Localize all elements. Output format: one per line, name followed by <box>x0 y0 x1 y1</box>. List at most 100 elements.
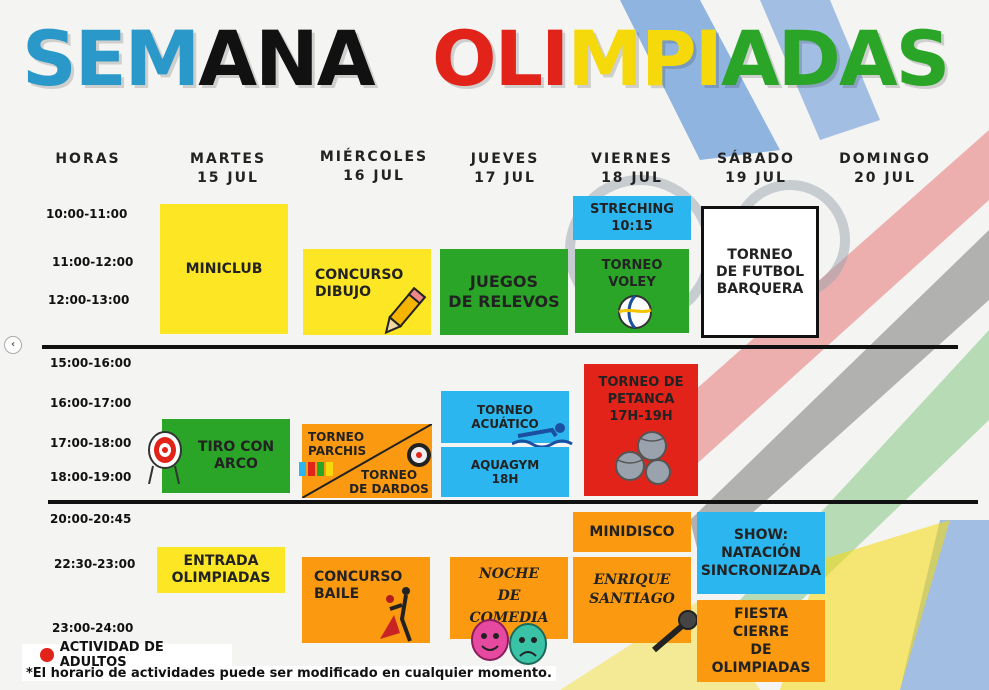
time-15-16: 15:00-16:00 <box>50 356 132 370</box>
time-11-12: 11:00-12:00 <box>52 255 134 269</box>
divider-afternoon <box>48 500 978 504</box>
event-fiesta-line1: FIESTA <box>734 606 788 622</box>
event-futbol-line1: TORNEO <box>727 246 793 263</box>
title-l: L <box>494 14 543 103</box>
header-thursday-day: JUEVES <box>470 151 540 167</box>
event-miniclub: MINICLUB <box>160 204 288 334</box>
footer-note: *El horario de actividades puede ser mod… <box>22 666 556 681</box>
header-saturday-day: SÁBADO <box>717 151 795 167</box>
volleyball-icon <box>618 294 652 330</box>
header-tuesday-date: 15 JUL <box>197 170 259 186</box>
event-tiro-line2: ARCO <box>214 456 258 472</box>
event-concurso-dibujo: CONCURSO DIBUJO <box>303 249 431 335</box>
event-noche-comedia: NOCHE DE COMEDIA <box>450 557 568 639</box>
event-enrique-santiago: ENRIQUE SANTIAGO <box>573 557 691 643</box>
event-minidisco-label: MINIDISCO <box>589 523 675 540</box>
event-streching-line1: STRECHING <box>590 202 674 217</box>
time-17-18: 17:00-18:00 <box>50 436 132 450</box>
diagonal-divider <box>302 424 432 498</box>
event-juegos-line2: DE RELEVOS <box>448 292 560 311</box>
event-parchis: TORNEO PARCHIS <box>308 430 366 458</box>
event-fiesta-line3: DE <box>750 642 772 658</box>
page-title: SEMANA <box>22 14 376 104</box>
event-fiesta-line4: OLIMPIADAS <box>711 660 811 676</box>
event-aquagym-line1: AQUAGYM <box>470 458 540 472</box>
event-torneo-acuatico: TORNEO ACUÁTICO <box>441 391 569 443</box>
time-16-17: 16:00-17:00 <box>50 396 132 410</box>
event-comedia-line1: NOCHE <box>478 566 540 582</box>
time-2230-23: 22:30-23:00 <box>54 557 136 571</box>
event-juegos-line1: JUEGOS <box>469 272 539 291</box>
header-tuesday-day: MARTES <box>189 151 267 167</box>
event-dardos-line2: DE DARDOS <box>349 482 429 496</box>
event-petanca-line1: TORNEO DE <box>598 375 684 390</box>
page-title-olimpiadas: OLIMPIADAS <box>432 14 950 104</box>
title-o: O <box>432 14 497 103</box>
event-baile-line1: CONCURSO <box>314 569 403 585</box>
event-show-line1: SHOW: <box>733 527 789 543</box>
event-concurso-dibujo-line2: DIBUJO <box>315 284 371 300</box>
header-friday-date: 18 JUL <box>601 170 663 186</box>
event-enrique-line2: SANTIAGO <box>589 591 675 607</box>
time-10-11: 10:00-11:00 <box>46 207 128 221</box>
event-streching: STRECHING 10:15 <box>573 196 691 240</box>
event-streching-line2: 10:15 <box>611 219 653 234</box>
header-sunday-date: 20 JUL <box>854 170 916 186</box>
event-torneo-futbol: TORNEO DE FUTBOL BARQUERA <box>701 206 819 338</box>
event-parchis-line1: TORNEO <box>308 430 365 444</box>
event-aquagym-line2: 18H <box>491 472 519 486</box>
title-mpi: MPI <box>567 14 723 103</box>
dancers-icon <box>380 587 412 642</box>
header-sunday: DOMINGO 20 JUL <box>830 150 940 188</box>
event-aquagym: AQUAGYM 18H <box>441 447 569 497</box>
header-saturday: SÁBADO 19 JUL <box>706 150 806 188</box>
microphone-icon <box>652 610 698 653</box>
legend-adult: ACTIVIDAD DE ADULTOS <box>22 640 232 670</box>
event-parchis-line2: PARCHIS <box>308 444 367 458</box>
title-sem: SEM <box>22 14 200 103</box>
event-juegos-relevos: JUEGOS DE RELEVOS <box>440 249 568 335</box>
event-concurso-dibujo-line1: CONCURSO <box>315 267 404 283</box>
event-show-line3: SINCRONIZADA <box>700 563 822 579</box>
header-wednesday-day: MIÉRCOLES <box>319 149 429 165</box>
time-18-19: 18:00-19:00 <box>50 470 132 484</box>
title-adas: ADAS <box>720 14 950 103</box>
red-dot-icon <box>40 648 54 662</box>
event-comedia-line2: DE <box>497 588 521 604</box>
parchis-pieces-icon <box>299 462 333 476</box>
title-ana: ANA <box>198 14 375 103</box>
theater-masks-icon <box>471 619 547 665</box>
petanque-balls-icon <box>615 431 671 485</box>
header-thursday: JUEVES 17 JUL <box>455 150 555 188</box>
event-petanca-line3: 17H-19H <box>609 409 673 424</box>
dartboard-icon <box>407 443 431 467</box>
time-23-24: 23:00-24:00 <box>52 621 134 635</box>
time-12-13: 12:00-13:00 <box>48 293 130 307</box>
divider-morning <box>42 345 958 349</box>
title-i: I <box>541 14 569 103</box>
header-friday-day: VIERNES <box>591 151 673 167</box>
event-futbol-line2: DE FUTBOL <box>715 263 805 280</box>
header-friday: VIERNES 18 JUL <box>582 150 682 188</box>
event-entrada-line1: ENTRADA <box>183 553 259 569</box>
event-fiesta-cierre: FIESTA CIERRE DE OLIMPIADAS <box>697 600 825 682</box>
event-petanca-line2: PETANCA <box>607 392 675 407</box>
header-sunday-day: DOMINGO <box>839 151 931 167</box>
event-show-natacion: SHOW: NATACIÓN SINCRONIZADA <box>697 512 825 594</box>
chevron-left-icon[interactable]: ‹ <box>4 336 22 354</box>
header-horas: HORAS <box>55 151 121 167</box>
time-20-2045: 20:00-20:45 <box>50 512 132 526</box>
event-enrique-line1: ENRIQUE <box>593 572 671 588</box>
event-dardos: TORNEO DE DARDOS <box>348 468 430 496</box>
event-entrada-line2: OLIMPIADAS <box>171 570 271 586</box>
event-dardos-line1: TORNEO <box>360 468 418 482</box>
event-acuatico-line2: ACUÁTICO <box>471 417 539 431</box>
header-wednesday: MIÉRCOLES 16 JUL <box>310 148 438 186</box>
event-fiesta-line2: CIERRE <box>732 624 790 640</box>
event-entrada-olimpiadas: ENTRADA OLIMPIADAS <box>157 547 285 593</box>
pencil-icon <box>384 286 427 335</box>
event-miniclub-label: MINICLUB <box>185 260 263 277</box>
event-concurso-baile: CONCURSO BAILE <box>302 557 430 643</box>
event-tiro-arco: TIRO CON ARCO <box>162 419 290 493</box>
